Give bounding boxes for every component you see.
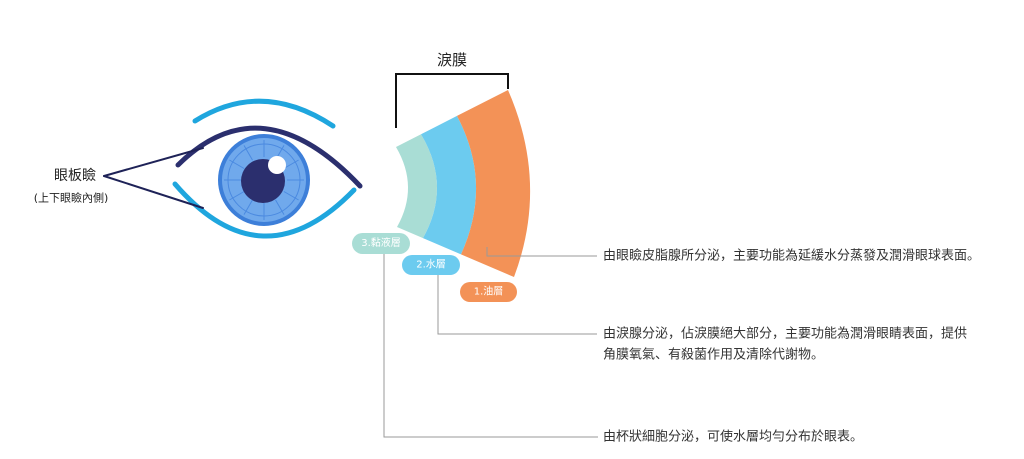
oil-layer-label: 1.油層 [474,285,504,298]
tear-film-title: 淚膜 [437,51,467,69]
water-layer-band [421,115,477,255]
eye-highlight [268,156,286,174]
water-layer-pill-bg [402,255,460,275]
iris-fiber-line [283,191,299,201]
eyelid-sublabel: (上下眼瞼內側) [34,191,109,205]
iris-fiber-line [229,159,245,169]
upper-eyelid-crease-arc [192,98,336,129]
tear-film-layers [396,90,531,277]
mucus-layer-label: 3.黏液層 [361,236,401,249]
mucus-layer-pill-bg [352,233,410,254]
oil-layer-pill: 1.油層 [460,282,517,302]
tear-film-bracket-group: 淚膜 [395,51,509,128]
water-layer-pill: 2.水層 [402,255,460,275]
eyelid-callout: 眼板瞼 (上下眼瞼內側) [34,147,204,209]
leader-lines [383,247,598,438]
mucus-layer-description: 由杯狀細胞分泌，可使水層均勻分布於眼表。 [603,429,863,445]
oil-layer-band [457,90,531,277]
layer-descriptions: 由眼瞼皮脂腺所分泌，主要功能為延緩水分蒸發及潤滑眼球表面。 由淚腺分泌，佔淚膜絕… [603,248,980,445]
iris-fiber-line [283,159,299,169]
eyelid-label: 眼板瞼 [54,168,96,184]
eye-illustration [172,98,363,239]
mucus-layer-leader-line [383,254,598,438]
iris-fiber-line [243,145,253,161]
tear-film-bracket [395,73,509,128]
lower-eyelid-pointer-line [103,175,204,209]
water-layer-leader-line [437,275,597,335]
mucus-layer-band [396,134,438,239]
water-layer-description-line-1: 由淚腺分泌，佔淚膜絕大部分，主要功能為潤滑眼睛表面，提供 [603,326,967,342]
mucus-layer-pill: 3.黏液層 [352,233,410,254]
oil-layer-pill-bg [460,282,517,302]
oil-layer-leader-line [486,247,597,257]
iris-fiber-line [275,199,285,215]
upper-eyelid-arc [175,125,363,189]
oil-layer-description: 由眼瞼皮脂腺所分泌，主要功能為延緩水分蒸發及潤滑眼球表面。 [603,248,980,264]
water-layer-description-line-2: 角膜氧氣、有殺菌作用及清除代謝物。 [603,348,824,363]
iris-fiber-line [229,191,245,201]
water-layer-label: 2.水層 [416,259,446,271]
upper-eyelid-pointer-line [103,147,204,177]
iris-fiber-line [243,199,253,215]
